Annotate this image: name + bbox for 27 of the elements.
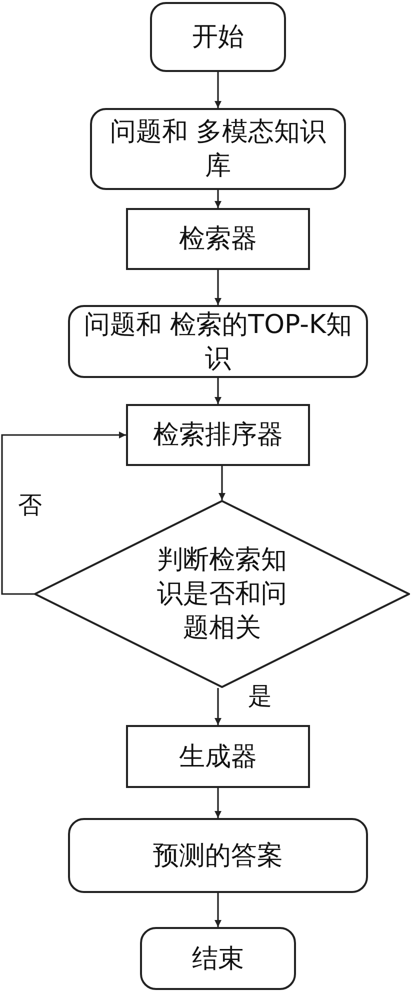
arrow [214,688,222,725]
arrow [214,190,222,208]
arrow [1,432,126,595]
arrow [214,72,222,108]
process-box [126,725,310,788]
process-box [68,305,368,378]
process-box [90,108,346,190]
arrow [214,788,222,818]
arrow [218,466,226,500]
node-label: 问题和 检索的TOP-K知识 [82,308,354,376]
node-label: 预测的答案 [152,840,284,872]
edge-label: 是 [248,682,272,710]
node-label: 结束 [191,942,245,976]
node-label: 问题和 多模态知识库 [108,116,328,183]
process-box [68,818,368,893]
node-label: 检索器 [178,223,258,256]
process-box [126,208,310,270]
arrow [214,893,222,927]
node-label: 开始 [191,21,245,54]
end-terminal [140,927,296,990]
start-terminal [150,2,286,72]
node-label: 判断检索知识是否和问题相关 [156,544,288,645]
arrow [214,378,222,404]
node-label: 检索排序器 [152,419,284,452]
node-label: 生成器 [178,740,258,774]
arrow [214,270,222,305]
process-box [126,404,310,466]
